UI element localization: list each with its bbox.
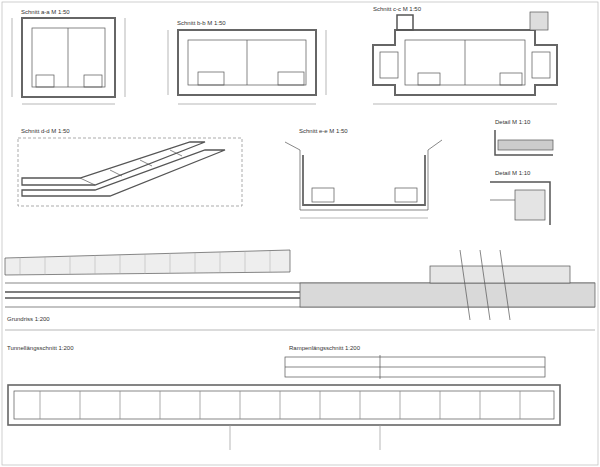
section-c [373,12,557,104]
tunnel-section [8,385,560,450]
view-title: Schnitt d-d M 1:50 [20,128,71,135]
view-title: Rampenlängsschnitt 1:200 [288,345,361,352]
view-title: Schnitt b-b M 1:50 [176,20,227,27]
section-b [168,30,326,104]
section-e [285,140,442,218]
view-title: Tunnellängsschnitt 1:200 [6,345,75,352]
view-title: Schnitt e-e M 1:50 [298,128,349,135]
view-title: Detail M 1:10 [494,119,531,126]
view-title: Grundriss 1:200 [6,316,51,323]
section-d [18,138,242,206]
view-title: Schnitt a-a M 1:50 [20,9,71,16]
view-title: Detail M 1:10 [494,170,531,177]
view-title: Schnitt c-c M 1:50 [372,6,422,13]
ramp-section [285,355,545,379]
detail [490,130,553,225]
section-a [12,18,125,104]
plan-band [5,250,595,330]
